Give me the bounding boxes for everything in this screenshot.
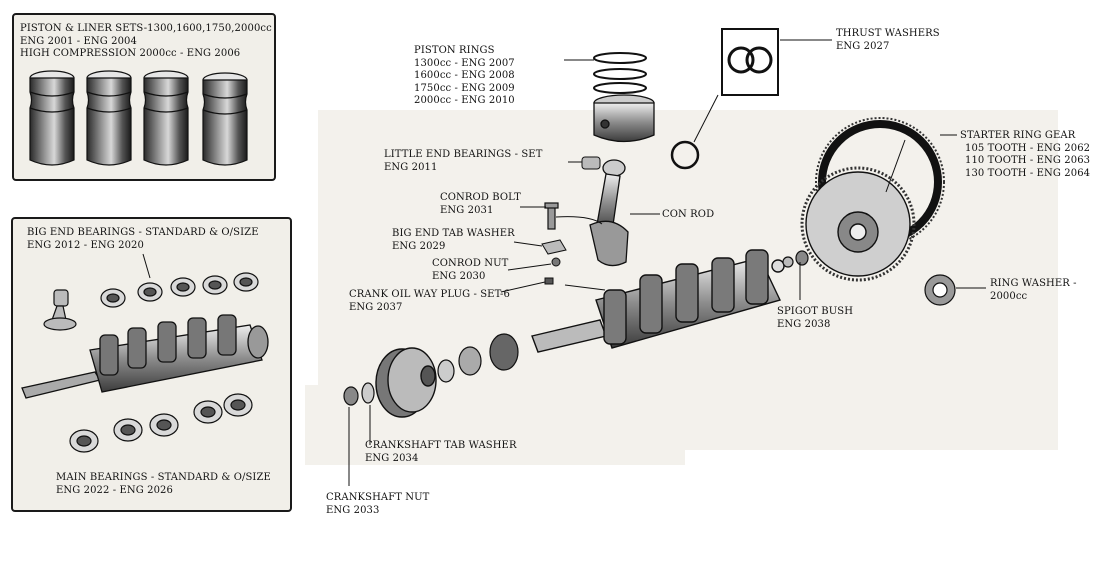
little-end-bearing	[581, 156, 601, 170]
little-end-callout: LITTLE END BEARINGS - SET ENG 2011	[384, 149, 542, 174]
con-rod	[589, 159, 629, 267]
starter-ring-row: 110 TOOTH - ENG 2063	[965, 155, 1091, 166]
big-end-bearings-label: BIG END BEARINGS - STANDARD & O/SIZE ENG…	[27, 227, 259, 252]
crank-nut-code: ENG 2033	[326, 504, 380, 516]
spigot-bush-title: SPIGOT BUSH	[777, 306, 854, 317]
conrod-bolt	[544, 202, 559, 230]
main-bearings-codes: ENG 2022 - ENG 2026	[56, 484, 173, 496]
crank-nut-callout: CRANKSHAFT NUT ENG 2033	[326, 492, 429, 517]
little-end-title: LITTLE END BEARINGS - SET	[384, 149, 543, 160]
big-end-bearings-title: BIG END BEARINGS - STANDARD & O/SIZE	[27, 227, 259, 238]
conrod-bolt-title: CONROD BOLT	[440, 192, 521, 203]
conrod-bolt-code: ENG 2031	[440, 204, 494, 216]
liner-2	[86, 70, 132, 166]
conrod-nut-callout: CONROD NUT ENG 2030	[432, 258, 508, 283]
liner-3	[143, 70, 189, 166]
ring-washer-title: RING WASHER -	[990, 278, 1077, 289]
conrod-bolt-callout: CONROD BOLT ENG 2031	[440, 192, 521, 217]
timing-parts	[437, 333, 519, 383]
con-rod-title: CON ROD	[662, 209, 715, 220]
spigot-bush-callout: SPIGOT BUSH ENG 2038	[777, 306, 853, 331]
liner-1	[29, 70, 75, 166]
starter-ring-title: STARTER RING GEAR	[960, 130, 1076, 141]
starter-ring-row: 130 TOOTH - ENG 2064	[965, 167, 1091, 179]
piston-rings-row: 2000cc - ENG 2010	[414, 95, 515, 106]
starter-ring-callout: STARTER RING GEAR 105 TOOTH - ENG 2062 1…	[960, 130, 1090, 180]
piston-rings	[593, 52, 647, 94]
piston	[593, 94, 655, 143]
main-bearing-shells	[69, 393, 253, 453]
piston-rings-row: 1600cc - ENG 2008	[414, 70, 515, 81]
small-crankshaft	[21, 314, 269, 399]
big-end-tab-title: BIG END TAB WASHER	[392, 228, 515, 239]
crankshaft-pulley	[375, 347, 437, 418]
piston-rings-callout: PISTON RINGS 1300cc - ENG 2007 1600cc - …	[414, 45, 515, 108]
main-bearings-label: MAIN BEARINGS - STANDARD & O/SIZE ENG 20…	[56, 472, 271, 497]
ring-washer-callout: RING WASHER - 2000cc	[990, 278, 1077, 303]
piston-high-compression: HIGH COMPRESSION 2000cc - ENG 2006	[20, 48, 241, 59]
big-end-bearing-shells	[100, 272, 259, 308]
tab-washer-code: ENG 2034	[365, 452, 419, 464]
oil-plug-title: CRANK OIL WAY PLUG - SET-6	[349, 289, 510, 300]
big-end-tab-washer	[541, 239, 567, 255]
big-end-tab-code: ENG 2029	[392, 240, 446, 252]
con-rod-callout: CON ROD	[662, 209, 714, 222]
piston-rings-title: PISTON RINGS	[414, 45, 495, 56]
liner-set-illustration	[29, 70, 248, 166]
starter-ring-row: 105 TOOTH - ENG 2062	[965, 142, 1091, 154]
spigot-bush-code: ENG 2038	[777, 318, 831, 330]
spigot-bush	[782, 250, 809, 268]
small-con-rod	[43, 289, 77, 331]
thrust-washer	[670, 140, 700, 170]
piston-liner-title-line: PISTON & LINER SETS-1300,1600,1750,2000c…	[20, 23, 272, 34]
big-end-tab-callout: BIG END TAB WASHER ENG 2029	[392, 228, 515, 253]
conrod-nut-code: ENG 2030	[432, 270, 486, 282]
tab-washer-title: CRANKSHAFT TAB WASHER	[365, 440, 517, 451]
thrust-washers-box	[721, 28, 779, 96]
thrust-washers-title: THRUST WASHERS	[836, 28, 940, 39]
conrod-nut	[551, 257, 561, 267]
liner-4	[202, 72, 248, 166]
oil-plug-code: ENG 2037	[349, 301, 403, 313]
little-end-code: ENG 2011	[384, 161, 438, 173]
oil-plug-callout: CRANK OIL WAY PLUG - SET-6 ENG 2037	[349, 289, 510, 314]
flywheel	[800, 166, 916, 282]
big-end-bearings-codes: ENG 2012 - ENG 2020	[27, 239, 144, 251]
thrust-washers-callout: THRUST WASHERS ENG 2027	[836, 28, 940, 53]
crankshaft	[531, 249, 785, 353]
ring-washer-code: 2000cc	[990, 290, 1028, 302]
crankshaft-nut-and-washer	[343, 382, 375, 406]
tab-washer-callout: CRANKSHAFT TAB WASHER ENG 2034	[365, 440, 517, 465]
ring-washer	[924, 274, 956, 306]
thrust-washers-code: ENG 2027	[836, 40, 890, 52]
piston-liner-title: PISTON & LINER SETS-1300,1600,1750,2000c…	[20, 23, 272, 61]
piston-rings-row: 1750cc - ENG 2009	[414, 82, 515, 94]
main-bearings-title: MAIN BEARINGS - STANDARD & O/SIZE	[56, 472, 271, 483]
piston-liner-codes: ENG 2001 - ENG 2004	[20, 35, 137, 47]
crank-nut-title: CRANKSHAFT NUT	[326, 492, 430, 503]
piston-rings-row: 1300cc - ENG 2007	[414, 57, 515, 69]
conrod-nut-title: CONROD NUT	[432, 258, 509, 269]
oil-way-plug	[544, 277, 554, 285]
